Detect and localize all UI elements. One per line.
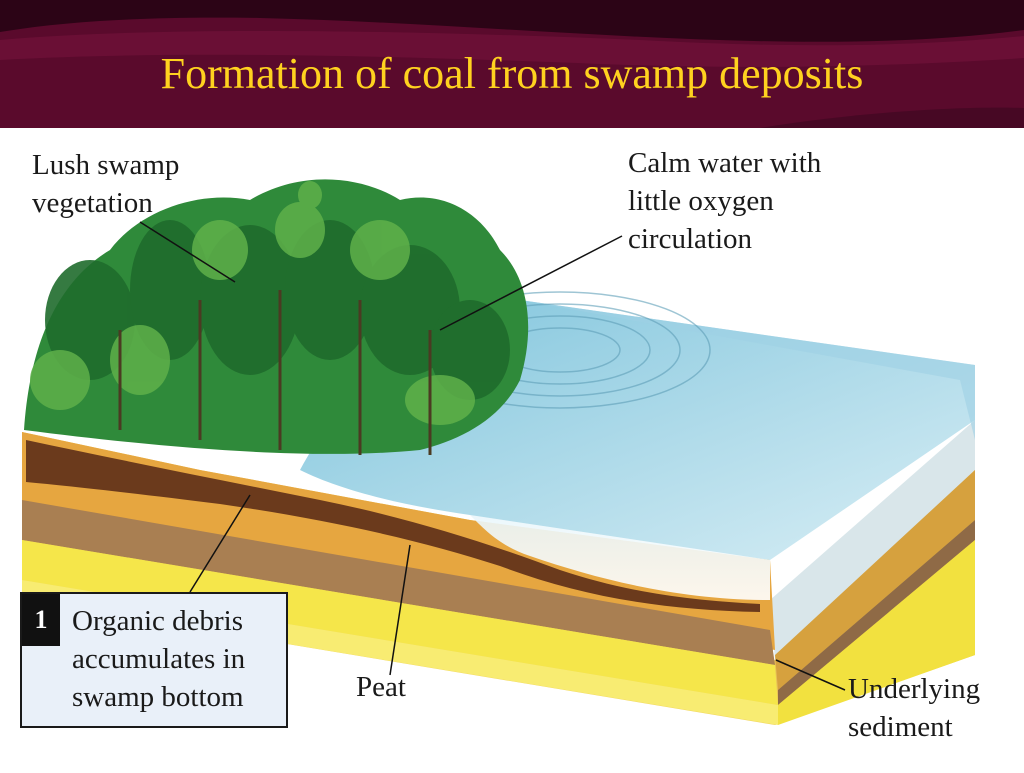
step-number-badge: 1 bbox=[22, 594, 60, 646]
header-decoration bbox=[0, 0, 1024, 128]
water-label: Calm water with little oxygen circulatio… bbox=[628, 147, 822, 255]
slide-title: Formation of coal from swamp deposits bbox=[160, 49, 864, 98]
step-callout: 1 Organic debris accumulates in swamp bo… bbox=[20, 592, 288, 728]
step-description: Organic debris accumulates in swamp bott… bbox=[72, 605, 246, 713]
vegetation-label: Lush swamp vegetation bbox=[32, 149, 180, 219]
slide-header: Formation of coal from swamp deposits bbox=[0, 0, 1024, 128]
peat-label: Peat bbox=[356, 671, 406, 703]
sediment-label: Underlying sediment bbox=[848, 673, 981, 743]
